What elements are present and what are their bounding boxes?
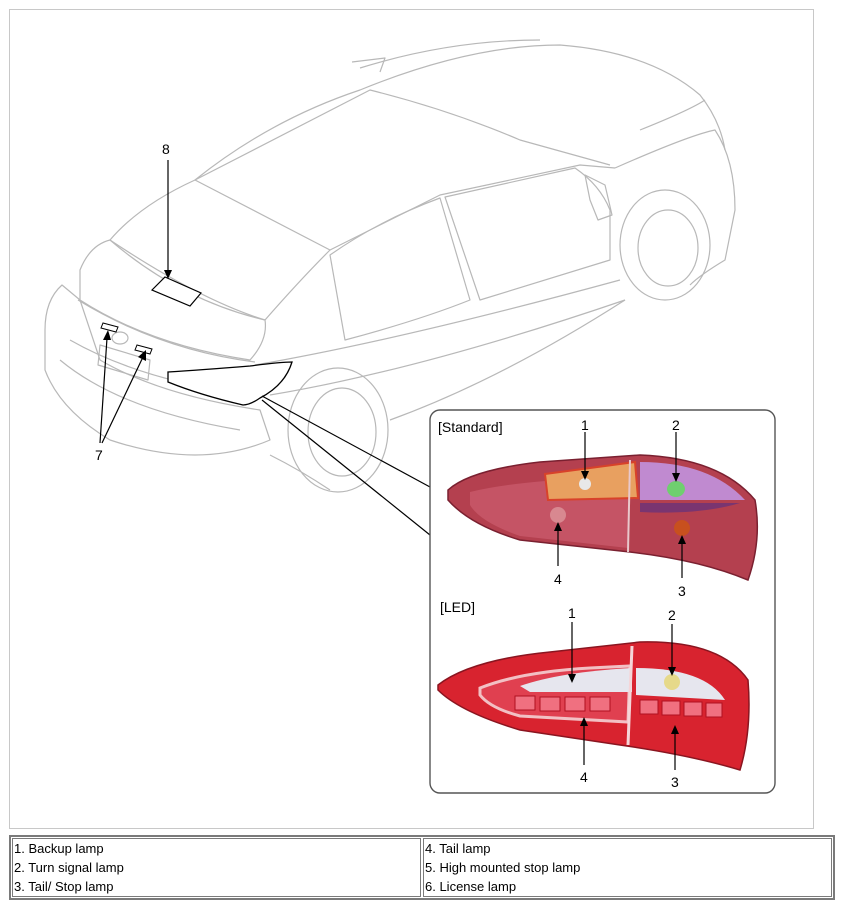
backup-bulb [579,478,591,490]
callout-led-2: 2 [668,607,676,623]
callout-7: 7 [95,447,103,463]
led-label: [LED] [440,599,475,615]
legend-item: 6. License lamp [425,879,517,894]
legend-item: 4. Tail lamp [425,841,491,856]
callout-led-4: 4 [580,769,588,785]
led-turn-signal-bulb [664,674,680,690]
standard-rear-lamp [447,454,759,581]
legend-item: 1. Backup lamp [14,841,104,856]
tail-stop-bulb [674,520,690,536]
callout-std-3: 3 [678,583,686,599]
license-lamp-right [134,344,153,355]
high-mounted-stop-lamp [150,276,202,307]
legend-column-right: 4. Tail lamp 5. High mounted stop lamp 6… [423,838,832,897]
car-outline [44,39,736,493]
callout-8: 8 [162,141,170,157]
legend-item: 2. Turn signal lamp [14,860,124,875]
license-lamp-left [100,322,119,333]
callout-std-2: 2 [672,417,680,433]
rear-combination-lamp-outline [167,361,293,406]
legend-item: 5. High mounted stop lamp [425,860,581,875]
legend-column-left: 1. Backup lamp 2. Turn signal lamp 3. Ta… [12,838,421,897]
standard-label: [Standard] [438,419,503,435]
callout-std-1: 1 [581,417,589,433]
callout-std-4: 4 [554,571,562,587]
turn-signal-bulb [667,481,685,497]
legend-item: 3. Tail/ Stop lamp [14,879,114,894]
tail-bulb [550,507,566,523]
callout-led-3: 3 [671,774,679,790]
lamp-location-diagram: 8 7 [Standard] [LED] [44,39,776,794]
callout-led-1: 1 [568,605,576,621]
legend-table: 1. Backup lamp 2. Turn signal lamp 3. Ta… [9,835,835,900]
